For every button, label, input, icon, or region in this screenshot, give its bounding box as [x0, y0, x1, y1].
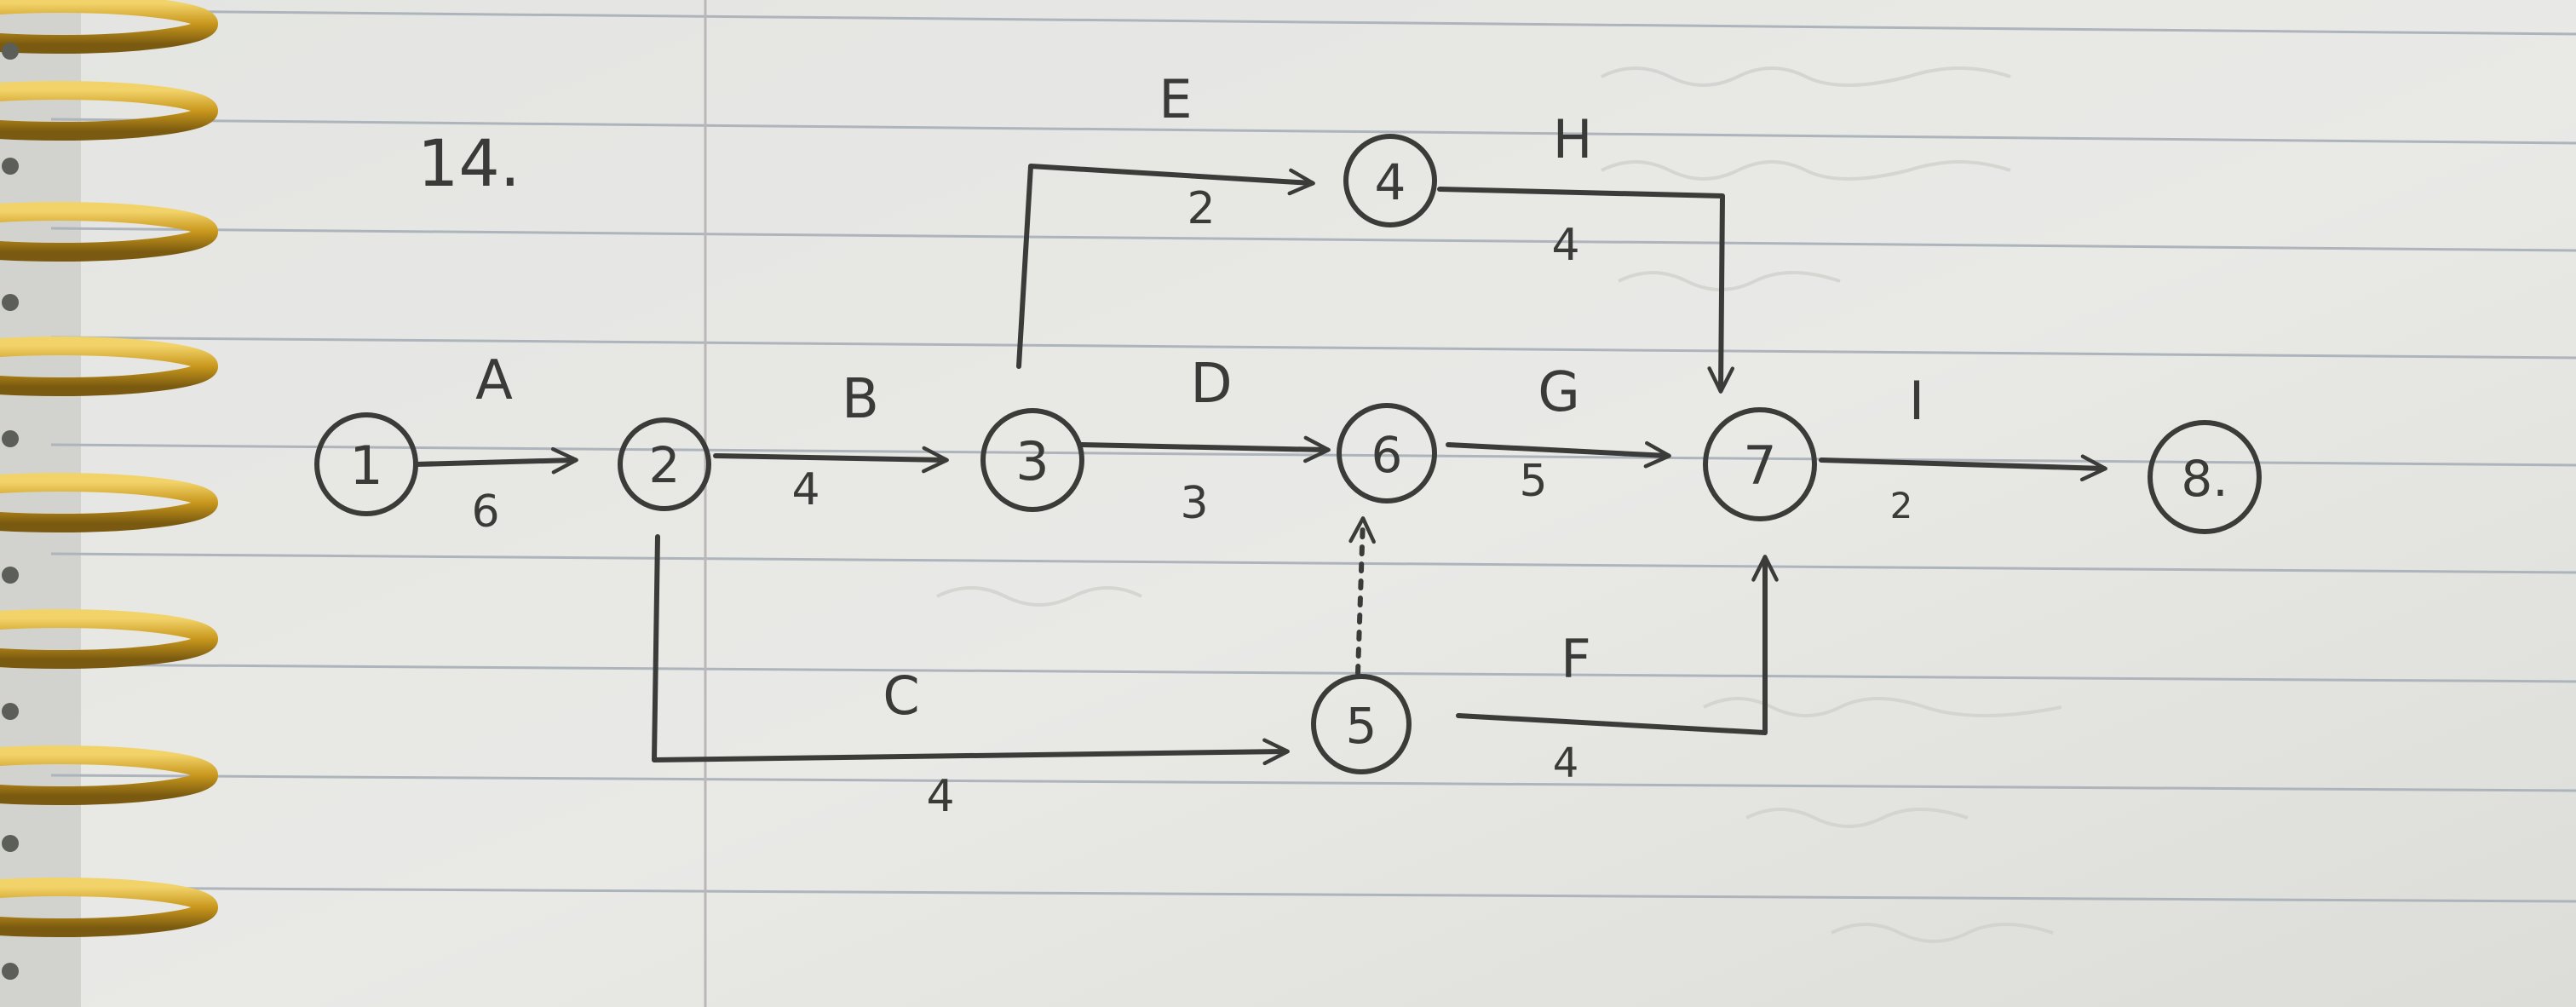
edge-dummy — [1348, 516, 1376, 676]
activity-name-B: B — [842, 368, 879, 431]
node-label: 5 — [1346, 697, 1377, 755]
node-1: 1 — [314, 412, 418, 516]
activity-name-G: G — [1538, 361, 1580, 424]
activity-name-H: H — [1553, 108, 1593, 170]
node-label: 8. — [2181, 450, 2228, 508]
node-2: 2 — [618, 417, 711, 511]
edge-A — [413, 446, 578, 475]
node-label: 3 — [1015, 430, 1049, 492]
edge-F — [1456, 555, 1779, 735]
edge-C — [652, 534, 1290, 766]
edge-E — [1016, 164, 1315, 369]
spiral-ring — [0, 0, 218, 54]
activity-duration-E: 2 — [1187, 183, 1215, 234]
node-4: 4 — [1343, 134, 1437, 227]
spiral-ring — [0, 81, 218, 141]
node-label: 1 — [349, 434, 382, 497]
spiral-ring — [0, 337, 218, 396]
activity-duration-B: 4 — [791, 464, 819, 515]
node-label: 6 — [1371, 426, 1403, 484]
node-6: 6 — [1337, 403, 1437, 504]
network-edges — [413, 164, 2107, 766]
page-shadow-left — [0, 0, 81, 1007]
edge-G — [1446, 440, 1671, 469]
activity-name-I: I — [1909, 370, 1924, 432]
edge-B — [713, 446, 949, 474]
problem-number: 14. — [417, 125, 520, 201]
activity-duration-C: 4 — [926, 771, 954, 822]
activity-name-E: E — [1159, 68, 1192, 130]
activity-name-D: D — [1190, 353, 1232, 416]
node-label: 2 — [649, 436, 681, 494]
node-8: 8. — [2148, 420, 2262, 534]
edge-H — [1437, 187, 1735, 394]
spiral-ring — [0, 745, 218, 805]
network-nodes: 1 2 3 4 5 6 7 8. — [314, 134, 2262, 774]
spiral-binding — [0, 0, 218, 980]
edge-I — [1819, 454, 2107, 482]
node-7: 7 — [1703, 407, 1817, 521]
activity-name-C: C — [883, 665, 919, 727]
node-label: 7 — [1743, 434, 1776, 497]
spiral-ring — [0, 609, 218, 669]
node-3: 3 — [980, 408, 1084, 512]
node-5: 5 — [1311, 674, 1412, 774]
activity-duration-A: 6 — [471, 486, 499, 538]
reverse-side-show-through — [936, 66, 2062, 943]
activity-duration-G: 5 — [1519, 456, 1547, 507]
spiral-ring — [0, 878, 218, 937]
activity-duration-I: 2 — [1890, 485, 1913, 527]
activity-name-A: A — [475, 349, 513, 412]
activity-duration-H: 4 — [1551, 220, 1579, 271]
node-label: 4 — [1375, 153, 1406, 211]
activity-durations: 6 4 4 3 2 4 5 4 2 — [471, 183, 1912, 822]
punch-holes — [2, 43, 19, 980]
activity-name-F: F — [1561, 628, 1591, 690]
spiral-ring — [0, 473, 218, 532]
ruled-lines — [50, 9, 2576, 903]
edge-D — [1078, 435, 1331, 463]
activity-names: A B C D E F G H I — [475, 68, 1924, 727]
activity-duration-F: 4 — [1553, 739, 1579, 787]
activity-duration-D: 3 — [1180, 478, 1208, 529]
spiral-ring — [0, 202, 218, 262]
